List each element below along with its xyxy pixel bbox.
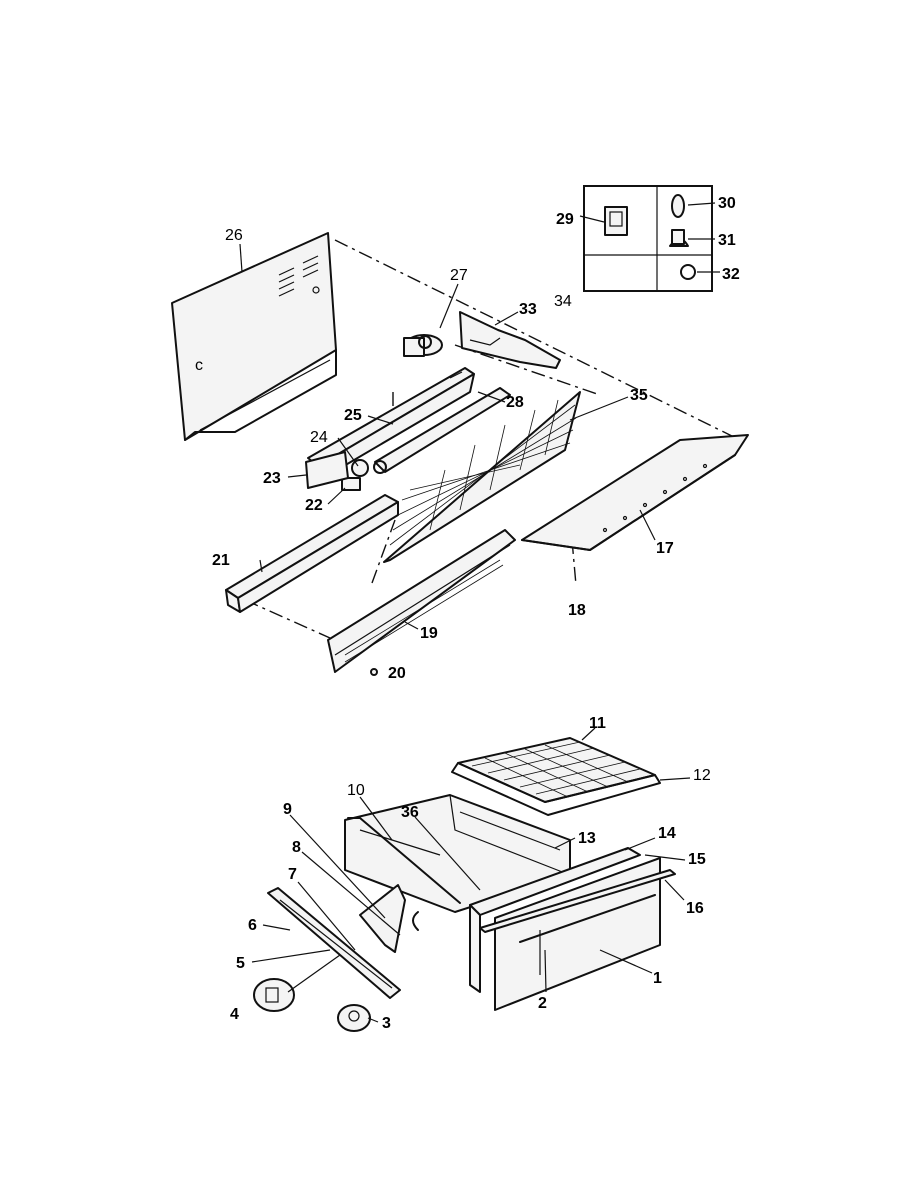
callout-10: 10 bbox=[347, 782, 365, 799]
drawer-body-part bbox=[344, 794, 571, 913]
callout-23: 23 bbox=[263, 470, 281, 487]
callout-30: 30 bbox=[718, 195, 736, 212]
callout-3: 3 bbox=[382, 1015, 391, 1032]
callout-14: 14 bbox=[658, 825, 676, 842]
callout-9: 9 bbox=[283, 801, 292, 818]
callout-20: 20 bbox=[388, 665, 406, 682]
wheel-part bbox=[337, 1004, 371, 1032]
broiler-pan-part bbox=[451, 762, 661, 816]
handle-rod-part bbox=[519, 894, 656, 975]
drawer-bracket-part bbox=[359, 884, 419, 953]
drawer-slide-part bbox=[267, 887, 401, 999]
callout-13: 13 bbox=[578, 830, 596, 847]
callout-5: 5 bbox=[236, 955, 245, 972]
callout-18: 18 bbox=[568, 602, 586, 619]
callout-25: 25 bbox=[344, 407, 362, 424]
callout-26: 26 bbox=[225, 227, 243, 244]
callout-6: 6 bbox=[248, 917, 257, 934]
callout-35: 35 bbox=[630, 387, 648, 404]
callout-labels: 26 27 33 34 25 28 24 23 22 35 17 18 21 1… bbox=[212, 195, 740, 1032]
callout-36: 36 bbox=[401, 804, 419, 821]
screw-part bbox=[370, 668, 378, 676]
callout-16: 16 bbox=[686, 900, 704, 917]
burner-tube-part bbox=[373, 387, 511, 474]
callout-12: 12 bbox=[693, 767, 711, 784]
callout-32: 32 bbox=[722, 266, 740, 283]
callout-8: 8 bbox=[292, 839, 301, 856]
callout-21: 21 bbox=[212, 552, 230, 569]
fan-motor-part bbox=[403, 334, 443, 357]
callout-2: 2 bbox=[538, 995, 547, 1012]
callout-24: 24 bbox=[310, 429, 328, 446]
callout-4: 4 bbox=[230, 1006, 239, 1023]
back-panel-part: c bbox=[171, 232, 337, 441]
side-tray-part bbox=[521, 434, 749, 551]
callout-11: 11 bbox=[589, 715, 606, 732]
callout-22: 22 bbox=[305, 497, 323, 514]
front-channel-part bbox=[327, 529, 516, 673]
svg-text:c: c bbox=[195, 357, 203, 374]
grille-screen-part bbox=[383, 391, 581, 563]
callout-17: 17 bbox=[656, 540, 674, 557]
callout-28: 28 bbox=[506, 394, 524, 411]
roller-part bbox=[253, 978, 295, 1012]
drawer-front-part bbox=[469, 847, 676, 1011]
callout-19: 19 bbox=[420, 625, 438, 642]
leader-lines bbox=[239, 202, 720, 1023]
callout-29: 29 bbox=[556, 211, 574, 228]
callout-27: 27 bbox=[450, 267, 468, 284]
mounting-bracket-part bbox=[459, 311, 561, 369]
callout-1: 1 bbox=[653, 970, 662, 987]
callout-7: 7 bbox=[288, 866, 297, 883]
callout-34: 34 bbox=[554, 293, 572, 310]
callout-15: 15 bbox=[688, 851, 706, 868]
callout-31: 31 bbox=[718, 232, 736, 249]
front-rail-part bbox=[225, 494, 399, 613]
left-bracket-part bbox=[305, 451, 349, 489]
callout-33: 33 bbox=[519, 301, 537, 318]
